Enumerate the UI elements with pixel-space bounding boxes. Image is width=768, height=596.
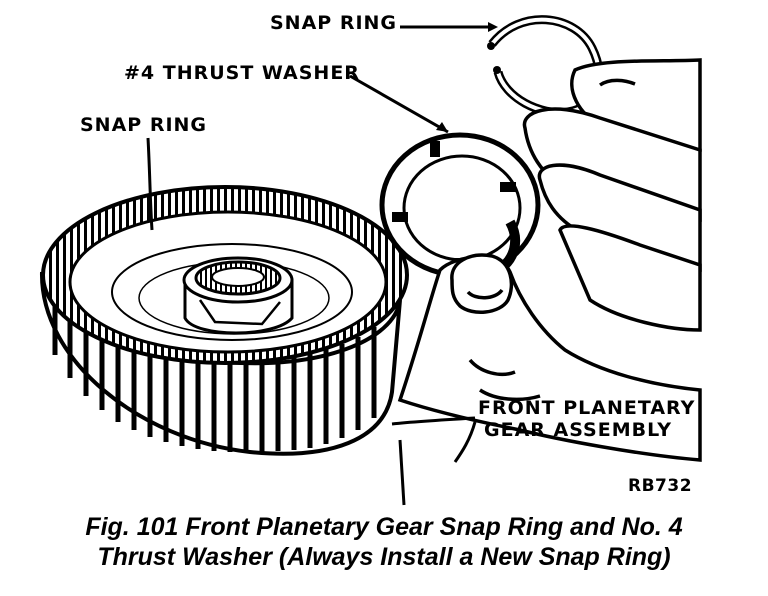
label-assembly-line2: GEAR ASSEMBLY [484,419,673,441]
label-snap-ring-left: SNAP RING [80,114,208,136]
label-assembly-line1: FRONT PLANETARY [478,397,696,419]
figure-caption: Fig. 101 Front Planetary Gear Snap Ring … [0,512,768,572]
hand-lower [397,253,702,462]
leader-snap-ring-left [146,137,154,231]
leader-assembly [391,416,476,426]
caption-line2: Thrust Washer (Always Install a New Snap… [97,543,671,571]
label-front-planetary-gear-assembly: FRONT PLANETARY GEAR ASSEMBLY [478,397,695,441]
caption-line1: Fig. 101 Front Planetary Gear Snap Ring … [85,513,683,541]
thrust-washer [379,132,541,278]
leader-lines [146,25,488,506]
label-snap-ring-top: SNAP RING [270,12,398,34]
hand-upper [522,58,702,332]
gear-hub [182,256,294,335]
gear-shell-ribs [52,300,377,452]
leader-thrust-washer [349,74,449,134]
planetary-gear-assembly [39,185,409,456]
label-thrust-washer: #4 THRUST WASHER [124,62,360,84]
figure-code: RB732 [628,476,693,496]
